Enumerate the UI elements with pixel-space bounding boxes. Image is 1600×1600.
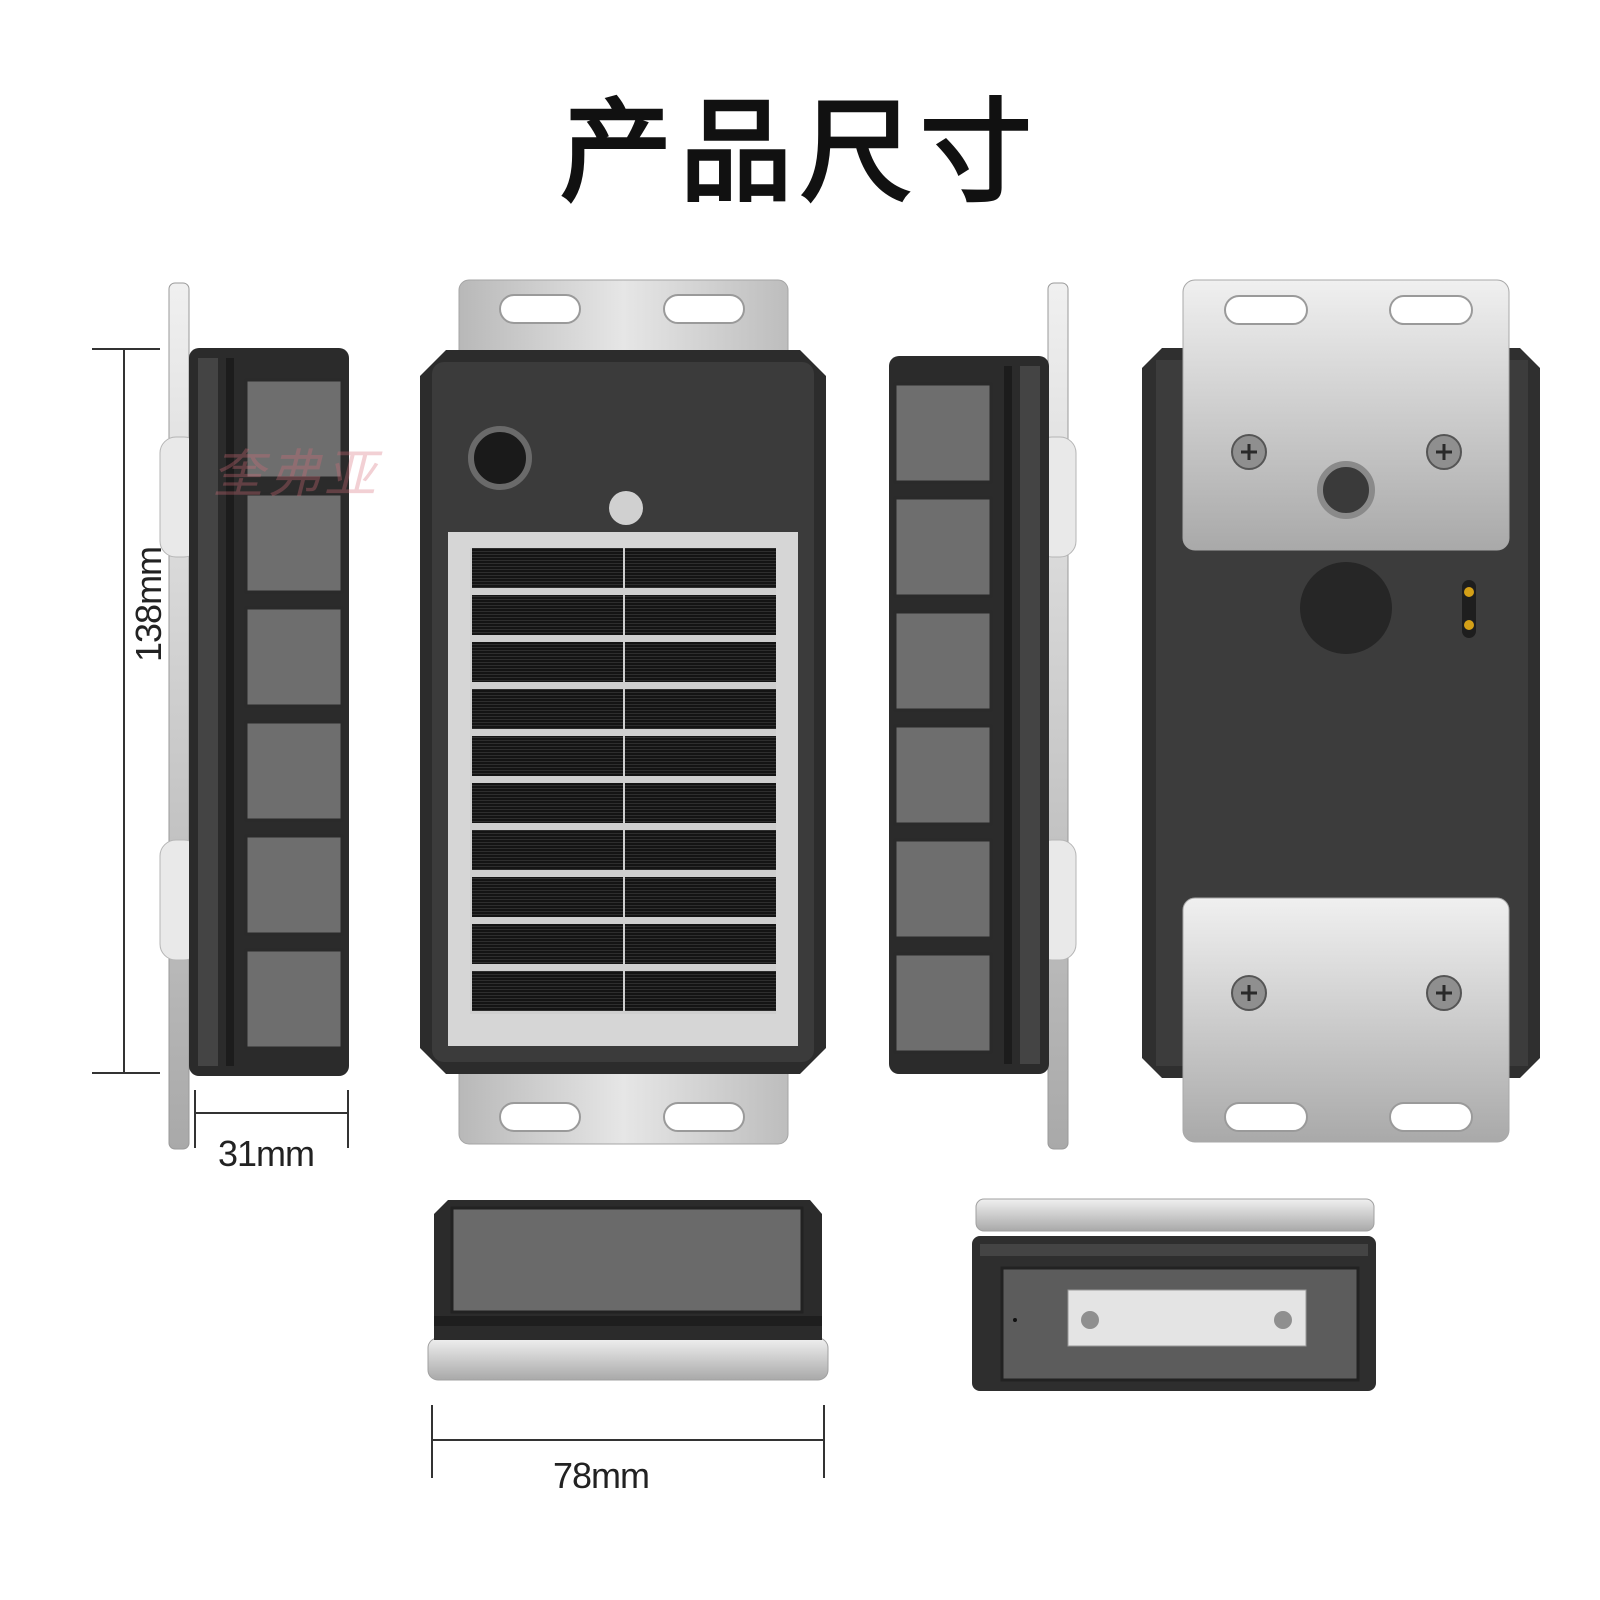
width-dimension-label: 31mm bbox=[218, 1133, 315, 1174]
left-side-view bbox=[159, 282, 349, 1150]
right-side-view bbox=[889, 282, 1077, 1150]
screw-icon bbox=[1231, 434, 1462, 1011]
page-title: 产品尺寸 bbox=[560, 88, 1040, 218]
dimension-line-depth bbox=[431, 1405, 825, 1478]
front-solar-view bbox=[420, 279, 826, 1145]
depth-dimension-label: 78mm bbox=[553, 1455, 650, 1496]
watermark: 奎弗亚 bbox=[212, 445, 381, 505]
height-dimension-label: 138mm bbox=[128, 546, 169, 662]
dimension-line-width bbox=[194, 1090, 349, 1148]
back-view bbox=[1142, 279, 1540, 1143]
bottom-view-side-edge bbox=[972, 1198, 1376, 1391]
dimension-line-height bbox=[92, 348, 160, 1074]
bottom-view-top-edge bbox=[427, 1200, 829, 1381]
solar-cells bbox=[472, 548, 776, 1011]
